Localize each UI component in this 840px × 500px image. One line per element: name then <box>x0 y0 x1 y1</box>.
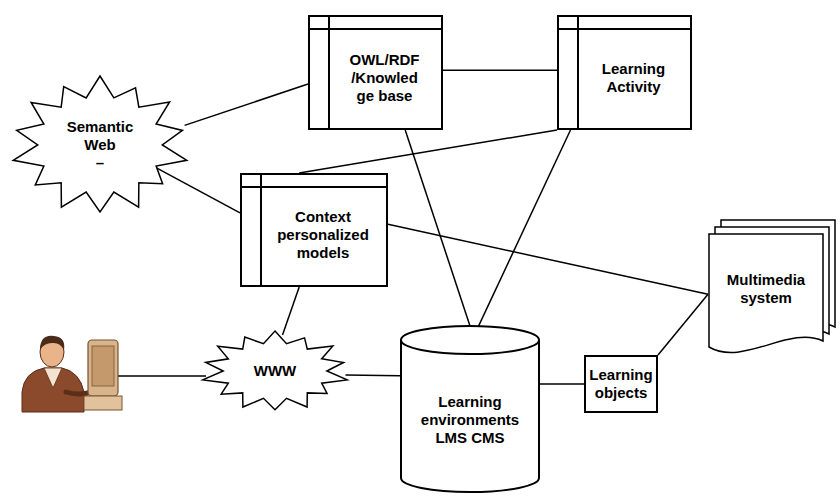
document-page <box>709 234 823 353</box>
text-block: WWW <box>240 362 310 380</box>
node-text: Semantic Web <box>52 118 148 154</box>
node-text: WWW <box>240 362 310 380</box>
plain-box: Learning objects <box>584 355 658 413</box>
node-text: Learning Activity <box>586 60 682 96</box>
connector-line <box>283 287 300 335</box>
node-text: Learning objects <box>588 366 654 402</box>
connector-line <box>346 374 401 376</box>
cylinder-rim <box>401 340 539 354</box>
text-block: Context personalized models <box>267 208 379 262</box>
text-area: WWW <box>200 330 350 412</box>
connector-line <box>185 84 308 125</box>
text-area: Learning objects <box>588 359 654 409</box>
box-header-line <box>559 28 690 30</box>
monitor <box>88 340 118 396</box>
connector-line <box>388 224 708 294</box>
text-block: OWL/RDF /Knowled ge base <box>345 51 425 105</box>
connector-line <box>150 165 240 213</box>
cylinder-outline <box>401 326 539 492</box>
box-column-line <box>328 17 330 128</box>
text-area: Context personalized models <box>264 189 382 281</box>
starburst-outline <box>203 331 347 410</box>
box-column-line <box>260 175 262 285</box>
connector-line <box>443 69 557 71</box>
monitor-side <box>92 346 114 386</box>
text-block: Multimedia system <box>718 271 814 307</box>
connector-line <box>658 294 708 355</box>
text-block: Learning objects <box>588 366 654 402</box>
text-area: OWL/RDF /Knowled ge base <box>332 31 437 124</box>
box-header-line <box>310 28 441 30</box>
table-box: Learning Activity <box>557 15 692 130</box>
node-text: OWL/RDF /Knowled ge base <box>345 51 425 105</box>
user-collar <box>44 368 62 388</box>
text-area: Multimedia system <box>716 242 816 335</box>
text-block: Learning Activity <box>586 60 682 96</box>
text-area: Semantic Web– <box>10 75 190 215</box>
text-block: Semantic Web– <box>52 118 148 172</box>
text-block: Learning environments LMS CMS <box>411 393 529 447</box>
document-stack: Multimedia system <box>708 220 836 355</box>
node-text: Context personalized models <box>267 208 379 262</box>
user-link-line <box>118 375 206 377</box>
connector-line <box>299 130 557 173</box>
starburst-node: Semantic Web– <box>10 75 190 215</box>
table-box: Context personalized models <box>240 173 388 287</box>
computer-base <box>84 396 122 410</box>
starburst-node: WWW <box>200 330 350 412</box>
node-text: Multimedia system <box>718 271 814 307</box>
user-hair <box>40 336 64 350</box>
box-column-line <box>577 17 579 128</box>
text-area: Learning Activity <box>581 31 686 124</box>
database-cylinder: Learning environments LMS CMS <box>400 326 540 492</box>
connector-line <box>540 383 584 385</box>
node-text: Learning environments LMS CMS <box>411 393 529 447</box>
table-box: OWL/RDF /Knowled ge base <box>308 15 443 130</box>
starburst-outline <box>13 76 187 212</box>
node-text: – <box>52 154 148 172</box>
connector-line <box>477 130 571 329</box>
user-at-computer <box>22 336 206 412</box>
box-header-line <box>242 186 386 188</box>
text-area: Learning environments LMS CMS <box>408 360 532 480</box>
user-body <box>22 368 84 412</box>
connector-line <box>405 130 470 326</box>
